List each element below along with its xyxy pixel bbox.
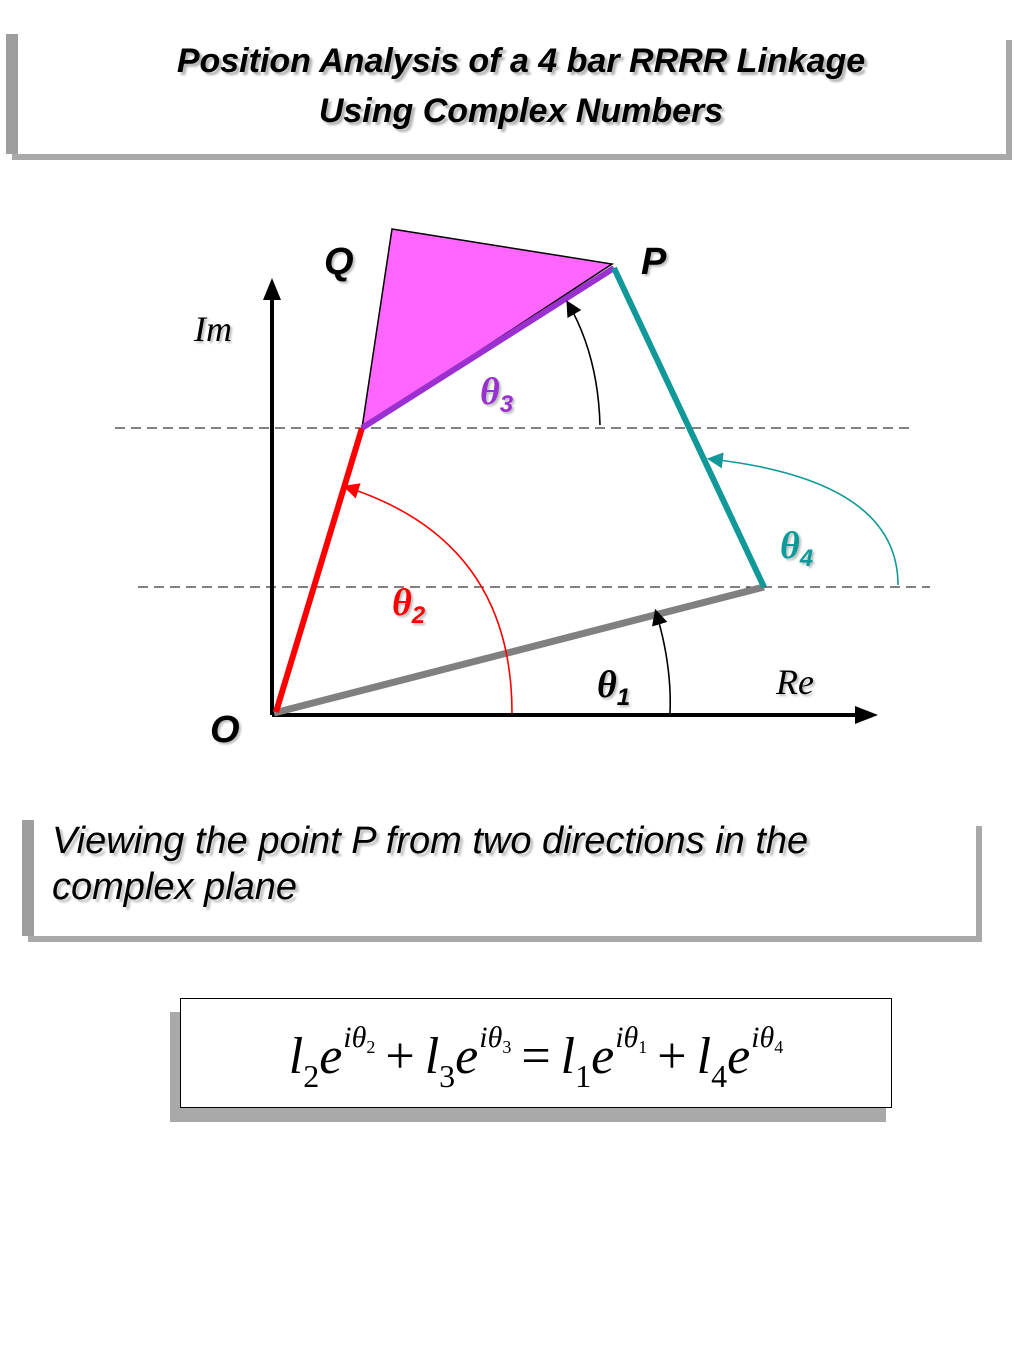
angle-arc-theta1 — [652, 608, 672, 714]
equation-box: l2eiθ2+l3eiθ3=l1eiθ1+l4eiθ4 — [180, 998, 892, 1108]
title-line-1: Position Analysis of a 4 bar RRRR Linkag… — [176, 42, 866, 80]
angle-label-theta2: θ2 — [392, 582, 426, 629]
caption-text: Viewing the point P from two directions … — [52, 818, 972, 910]
angle-label-theta1: θ1 — [597, 664, 630, 711]
link-2-crank — [273, 427, 365, 713]
caption-line-2: complex plane — [52, 866, 298, 908]
link-3-coupler — [360, 265, 616, 431]
origin-label: O — [210, 709, 240, 751]
link-4-rocker — [611, 266, 767, 589]
link-1-ground — [273, 583, 765, 717]
linkage-diagram: Im Re O Q P θ1 θ2 θ3 θ4 — [115, 228, 930, 751]
angle-label-theta4: θ4 — [780, 525, 813, 572]
caption-banner — [22, 820, 976, 936]
point-q-label: Q — [324, 241, 354, 283]
axis-re-label: Re — [775, 662, 814, 702]
axis-re — [272, 706, 878, 724]
point-p-label: P — [641, 241, 667, 283]
caption-line-1: Viewing the point P from two directions … — [52, 820, 809, 862]
angle-label-theta3: θ3 — [480, 371, 514, 418]
angle-arc-theta3 — [566, 300, 601, 426]
angle-arc-theta2 — [342, 483, 513, 714]
title-line-2: Using Complex Numbers — [318, 92, 724, 130]
loop-closure-equation: l2eiθ2+l3eiθ3=l1eiθ1+l4eiθ4 — [288, 1021, 784, 1094]
axis-im-label: Im — [193, 309, 232, 349]
page-title: Position Analysis of a 4 bar RRRR Linkag… — [18, 36, 1024, 136]
title-banner — [6, 34, 1006, 154]
axis-im — [263, 278, 281, 715]
angle-arc-theta4 — [706, 452, 899, 586]
